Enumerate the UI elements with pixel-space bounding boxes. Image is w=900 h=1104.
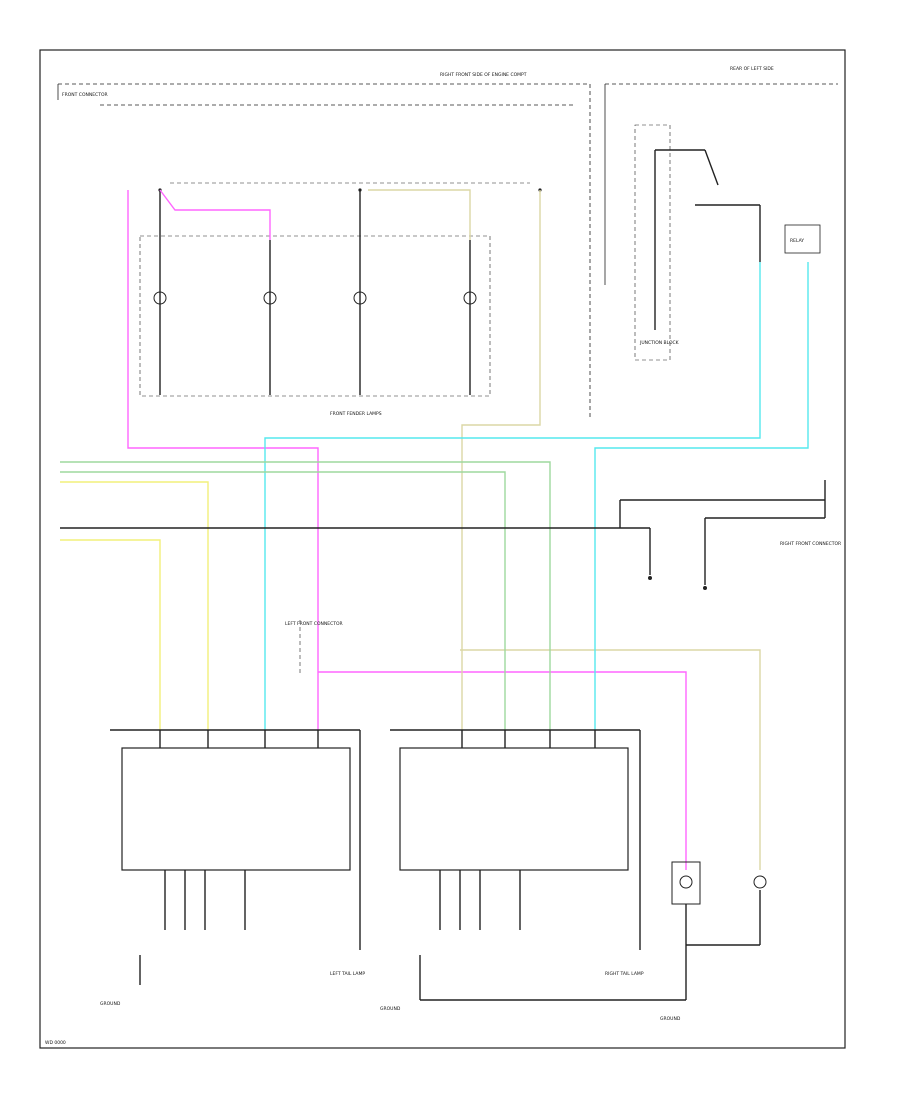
green-wire xyxy=(60,471,506,730)
yellow-wire xyxy=(60,481,209,730)
left-switch-label: LEFT TAIL LAMP xyxy=(330,971,365,977)
junction-label: JUNCTION BLOCK xyxy=(639,340,680,346)
relay-box xyxy=(784,224,821,254)
ground-mid: GROUND xyxy=(380,955,421,1012)
ground-right: GROUND xyxy=(660,1016,681,1022)
right-switch-label: RIGHT TAIL LAMP xyxy=(605,971,644,977)
ground-left: GROUND xyxy=(100,955,141,1007)
lamp-icon xyxy=(263,291,277,305)
ground-mid-label: GROUND xyxy=(380,1006,401,1012)
yellow-wire xyxy=(60,539,161,730)
pink-wire xyxy=(127,190,319,730)
top-left-header-text: FRONT CONNECTOR xyxy=(62,92,108,98)
lamp-icon xyxy=(463,291,477,305)
relay-block: RELAY JUNCTION BLOCK xyxy=(634,124,821,361)
green-wire xyxy=(60,461,551,730)
center-connector-label: LEFT FRONT CONNECTOR xyxy=(285,621,343,627)
lamp-icon xyxy=(353,291,367,305)
tan-wire xyxy=(461,190,541,730)
lamp-icon xyxy=(679,875,693,889)
right-switch-module: RIGHT TAIL LAMP xyxy=(390,729,644,977)
tan-wire xyxy=(368,189,471,240)
rear-lamps xyxy=(420,861,767,1001)
pink-wire xyxy=(318,671,687,870)
ground-right-label: GROUND xyxy=(660,1016,681,1022)
lamp-group-label: FRONT FENDER LAMPS xyxy=(330,411,382,417)
right-connector-label: RIGHT FRONT CONNECTOR xyxy=(780,541,841,547)
relay-label: RELAY xyxy=(790,238,804,244)
diagram-frame xyxy=(39,49,846,1049)
pink-wire xyxy=(159,189,271,240)
right-switch-box xyxy=(399,747,629,871)
front-fender-lamps: FRONT FENDER LAMPS xyxy=(139,182,542,417)
top-right-header-text: RIGHT FRONT SIDE OF ENGINE COMPT xyxy=(440,72,527,78)
center-connector: LEFT FRONT CONNECTOR xyxy=(285,620,343,675)
page-code: WD 0000 xyxy=(45,1040,66,1046)
left-switch-box xyxy=(121,747,351,871)
cyan-wire xyxy=(264,262,761,730)
left-switch-module: LEFT TAIL LAMP xyxy=(110,729,365,977)
header-zone-left: RIGHT FRONT SIDE OF ENGINE COMPT FRONT C… xyxy=(57,72,591,420)
ground-left-label: GROUND xyxy=(100,1001,121,1007)
rear-header-text: REAR OF LEFT SIDE xyxy=(730,66,774,72)
lamp-icon xyxy=(153,291,167,305)
lamp-icon xyxy=(753,875,767,889)
header-zone-right: REAR OF LEFT SIDE xyxy=(604,66,838,285)
cyan-wire xyxy=(594,262,809,730)
tan-wire xyxy=(460,649,761,870)
